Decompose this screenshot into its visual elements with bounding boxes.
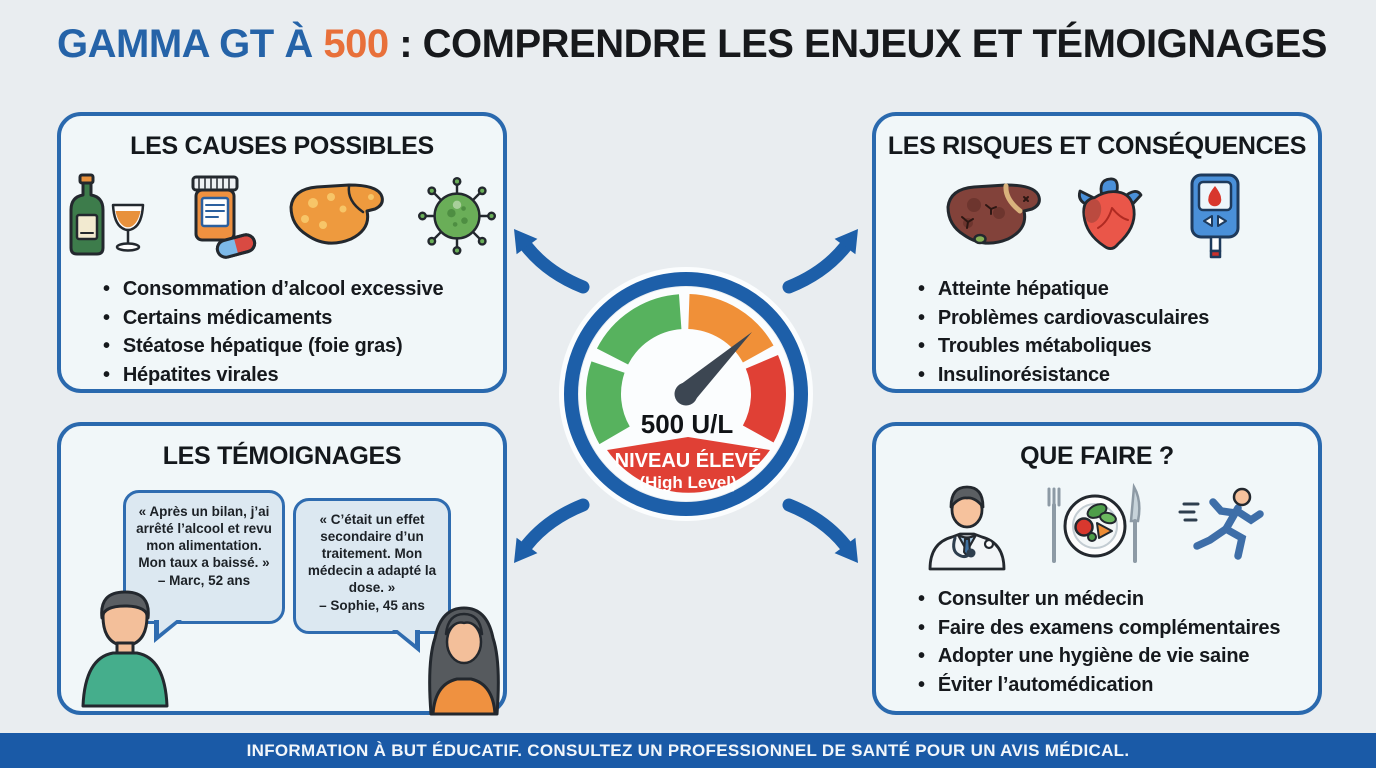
panel-risks-title: LES RISQUES ET CONSÉQUENCES — [887, 132, 1307, 160]
actions-icon-row — [876, 479, 1318, 573]
gauge-segment-orange — [687, 294, 774, 364]
list-item: Faire des examens complémentaires — [918, 614, 1318, 643]
gauge-arrows — [514, 229, 858, 563]
panel-causes: LES CAUSES POSSIBLES — [57, 112, 507, 393]
footer-disclaimer: INFORMATION À BUT ÉDUCATIF. CONSULTEZ UN… — [0, 733, 1376, 768]
wine-bottle-and-glass-icon — [69, 173, 145, 256]
damaged-liver-icon — [946, 183, 1041, 245]
gauge-status-line1: NIVEAU ÉLEVÉ — [615, 449, 762, 472]
panel-testimonials: LES TÉMOIGNAGES « Après un bilan, j’ai a… — [57, 422, 507, 716]
title-rest: : COMPRENDRE LES ENJEUX ET TÉMOIGNAGES — [388, 22, 1327, 66]
footer-text: INFORMATION À BUT ÉDUCATIF. CONSULTEZ UN… — [246, 740, 1130, 760]
panel-actions: QUE FAIRE ? — [872, 422, 1322, 715]
virus-icon — [417, 176, 497, 256]
gauge-segment-red — [742, 354, 786, 443]
causes-icon-row — [61, 169, 503, 263]
list-item: Adopter une hygiène de vie saine — [918, 642, 1318, 671]
list-item: Atteinte hépatique — [918, 275, 1318, 304]
risks-icon-row — [876, 169, 1318, 263]
list-item: Éviter l’automédication — [918, 671, 1318, 700]
list-item: Certains médicaments — [103, 304, 503, 333]
panel-testimonials-title: LES TÉMOIGNAGES — [162, 442, 402, 470]
panel-causes-title: LES CAUSES POSSIBLES — [130, 132, 434, 160]
quote-text: « Après un bilan, j’ai arrêté l’alcool e… — [136, 504, 272, 570]
glucometer-icon — [1190, 173, 1240, 259]
gauge-needle — [674, 332, 752, 406]
title-value: 500 — [323, 22, 389, 66]
gauge-outer-ring — [564, 272, 808, 516]
list-item: Problèmes cardiovasculaires — [918, 304, 1318, 333]
causes-list: Consommation d’alcool excessive Certains… — [103, 275, 503, 389]
woman-avatar — [428, 606, 500, 716]
gauge-segment-green-high — [596, 294, 683, 366]
gauge-status-line2: (High Level) — [639, 473, 736, 492]
arrow-bottom-right-icon — [782, 498, 858, 563]
list-item: Consommation d’alcool excessive — [103, 275, 503, 304]
risks-list: Atteinte hépatique Problèmes cardiovascu… — [918, 275, 1318, 389]
arrow-bottom-left-icon — [514, 498, 590, 563]
list-item: Stéatose hépatique (foie gras) — [103, 332, 503, 361]
list-item: Hépatites virales — [103, 361, 503, 390]
gamma-gt-gauge: 500 U/L NIVEAU ÉLEVÉ (High Level) — [559, 267, 813, 521]
list-item: Insulinorésistance — [918, 361, 1318, 390]
quote-author: – Sophie, 45 ans — [319, 598, 425, 613]
gauge-halo — [559, 267, 813, 521]
doctor-icon — [928, 485, 1005, 571]
fatty-liver-icon — [289, 183, 384, 245]
quote-text: « C’était un effet secondaire d’un trait… — [307, 512, 437, 595]
testimonial-bubble-sophie: « C’était un effet secondaire d’un trait… — [293, 498, 451, 653]
healthy-plate-icon — [1047, 482, 1141, 563]
medication-bottle-icon — [191, 175, 257, 259]
gauge-segment-green-low — [586, 361, 631, 445]
heart-icon — [1077, 177, 1143, 250]
panel-actions-title: QUE FAIRE ? — [1020, 442, 1174, 470]
quote-author: – Marc, 52 ans — [157, 573, 251, 588]
runner-icon — [1178, 487, 1264, 560]
title-subject: GAMMA GT À — [57, 22, 324, 66]
actions-list: Consulter un médecin Faire des examens c… — [918, 585, 1318, 699]
gauge-value: 500 U/L — [641, 409, 734, 439]
man-avatar — [81, 590, 169, 708]
arrow-top-right-icon — [782, 229, 858, 294]
list-item: Consulter un médecin — [918, 585, 1318, 614]
list-item: Troubles métaboliques — [918, 332, 1318, 361]
gauge-status-banner — [607, 437, 770, 493]
testimonial-bubble-marc: « Après un bilan, j’ai arrêté l’alcool e… — [123, 490, 285, 643]
page-title: GAMMA GT À 500 : COMPRENDRE LES ENJEUX E… — [57, 22, 1337, 67]
arrow-top-left-icon — [514, 229, 590, 294]
panel-risks: LES RISQUES ET CONSÉQUENCES — [872, 112, 1322, 393]
